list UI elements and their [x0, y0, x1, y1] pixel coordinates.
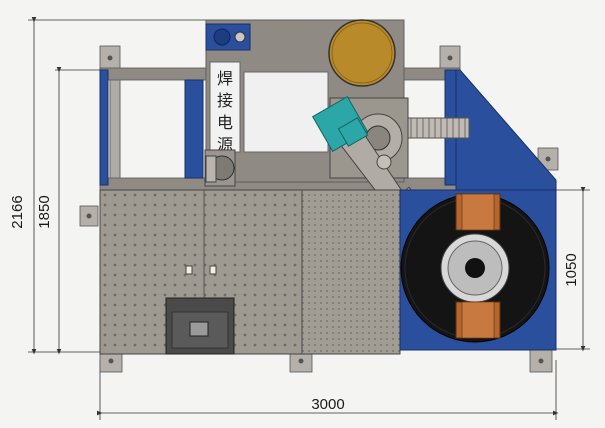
- dimension-label-2166: 2166: [9, 195, 26, 228]
- welding-power-label-char: 电: [217, 113, 233, 132]
- control-console: [165, 297, 235, 355]
- welding-power-label-char: 焊: [217, 69, 233, 88]
- welding-power-label-char: 源: [217, 135, 233, 154]
- turntable-module: [399, 189, 557, 351]
- dimension-label-1850: 1850: [36, 195, 53, 228]
- dimension-label-3000: 3000: [311, 396, 344, 413]
- controller-unit: [204, 149, 236, 187]
- dimension-label-1050: 1050: [563, 253, 580, 286]
- wire-spool: [328, 19, 396, 87]
- dimension-2166: [28, 16, 210, 355]
- workbench: [99, 189, 401, 355]
- dimension-1850: [55, 66, 100, 355]
- welding-power-label-char: 接: [217, 91, 233, 110]
- side-guard-triangle: [455, 69, 557, 193]
- welding-power-label: 焊 接 电 源: [217, 69, 233, 154]
- chain-conveyor: [404, 117, 470, 139]
- blue-motor: [205, 23, 251, 51]
